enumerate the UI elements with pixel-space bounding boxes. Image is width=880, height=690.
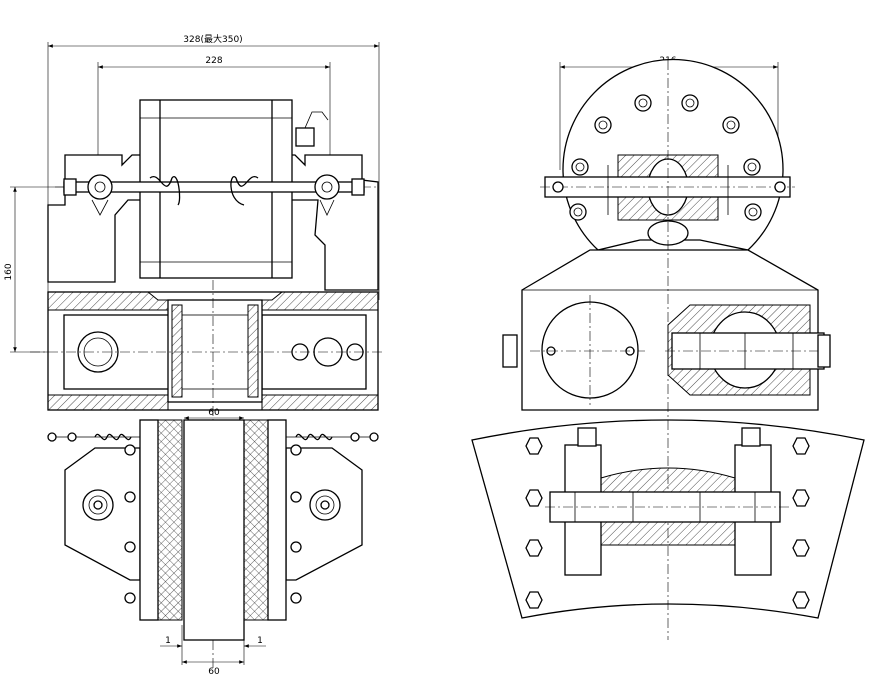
cap-nut [295, 127, 315, 147]
section-left-top [47, 291, 169, 311]
central-hub [167, 299, 263, 403]
rod-nut-right [314, 174, 340, 200]
left-friction-pad [157, 419, 183, 621]
dim-pivot-width-label: 228 [205, 56, 222, 66]
section-left-bottom [47, 394, 169, 411]
rod-nut-left [87, 174, 113, 200]
rod-cap-left [63, 178, 77, 196]
lower-spring-right [295, 433, 333, 441]
dim-height-label: 160 [4, 263, 14, 280]
hub-hatch-left [171, 304, 183, 398]
left-pad-backing [139, 419, 159, 621]
dim-disc-thickness-label: 60 [208, 408, 220, 418]
hub-hatch-right [247, 304, 259, 398]
right-friction-pad [243, 419, 269, 621]
dim-gap-right-label: 1 [257, 636, 263, 646]
right-spring [230, 175, 259, 206]
brake-disc [183, 419, 245, 641]
dim-overall-width-label: 328(最大350) [183, 33, 242, 45]
rod-cap-right [351, 178, 365, 196]
side-view: 216 [471, 56, 865, 640]
flange-bolts [569, 94, 762, 221]
left-spring [149, 175, 181, 206]
lower-spring-left [94, 433, 132, 441]
section-right-bottom [261, 394, 379, 411]
pad-bolts [124, 444, 302, 604]
dim-disc-bottom-label: 60 [208, 667, 220, 677]
front-view: 328(最大350) 228 160 [4, 33, 385, 677]
section-right-top [261, 291, 379, 311]
sector-bolts [525, 437, 810, 609]
side-pin [671, 332, 825, 370]
dim-gap-left-label: 1 [165, 636, 171, 646]
right-pad-backing [267, 419, 287, 621]
